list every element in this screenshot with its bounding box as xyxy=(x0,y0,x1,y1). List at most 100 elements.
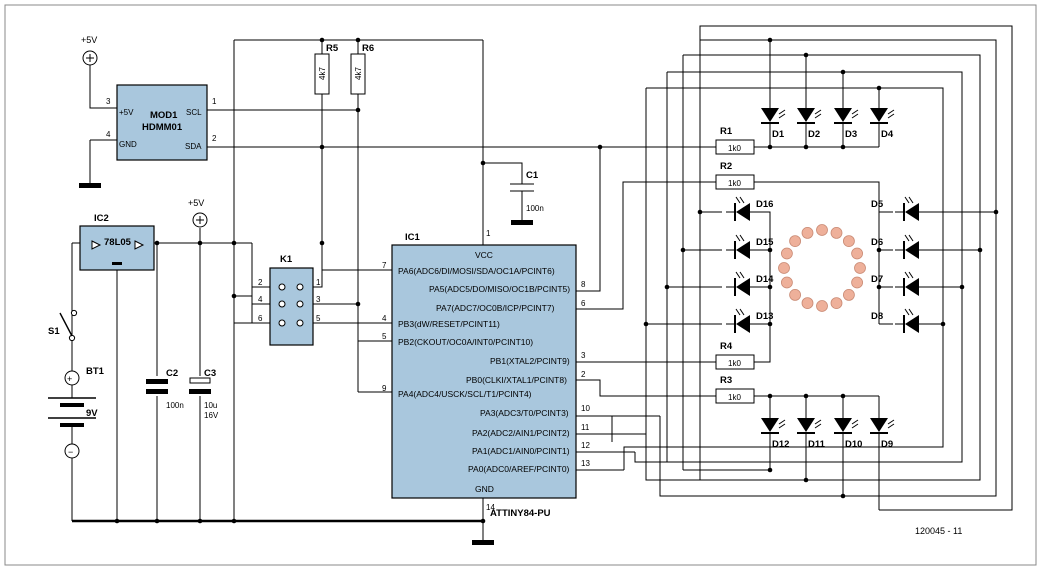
led-diode: D5 xyxy=(871,196,927,221)
resistor-r3: 1k0 R3 xyxy=(715,375,755,404)
svg-text:2: 2 xyxy=(212,134,217,143)
svg-text:R3: R3 xyxy=(720,375,732,386)
led-label: D4 xyxy=(881,129,894,140)
led-diode: D10 xyxy=(834,410,862,450)
svg-text:8: 8 xyxy=(581,280,586,289)
svg-text:6: 6 xyxy=(581,299,586,308)
mod1-module: MOD1 HDMM01 +5V GND SCL SDA 3 4 1 2 xyxy=(106,84,217,161)
svg-text:R6: R6 xyxy=(362,43,374,54)
svg-text:4k7: 4k7 xyxy=(354,67,363,80)
svg-text:5: 5 xyxy=(316,314,321,323)
svg-text:PA4(ADC4/USCK/SCL/T1/PCINT4): PA4(ADC4/USCK/SCL/T1/PCINT4) xyxy=(398,389,532,399)
led-label: D3 xyxy=(845,129,857,140)
ground-symbol xyxy=(472,540,494,545)
resistor-r6: 4k7 R6 xyxy=(350,40,374,392)
ring-led-dot xyxy=(843,235,855,248)
led-ring-illustration xyxy=(778,224,866,312)
svg-text:SCL: SCL xyxy=(186,108,202,117)
figure-code: 120045 - 11 xyxy=(915,526,962,536)
led-label: D14 xyxy=(756,274,774,285)
ring-led-dot xyxy=(801,226,814,239)
svg-text:R2: R2 xyxy=(720,161,732,172)
led-diode: D4 xyxy=(870,100,895,140)
ring-led-dot xyxy=(830,226,843,239)
led-label: D16 xyxy=(756,199,773,210)
svg-text:+5V: +5V xyxy=(119,108,134,117)
svg-text:PA3(ADC3/T0/PCINT3): PA3(ADC3/T0/PCINT3) xyxy=(480,408,569,418)
svg-text:78L05: 78L05 xyxy=(104,237,132,248)
svg-text:3: 3 xyxy=(316,295,321,304)
svg-text:−: − xyxy=(68,447,73,457)
svg-text:HDMM01: HDMM01 xyxy=(142,122,183,133)
ring-led-dot xyxy=(816,300,828,312)
svg-text:1: 1 xyxy=(212,97,217,106)
svg-text:+: + xyxy=(67,374,72,384)
ring-led-dot xyxy=(843,288,855,301)
led-diode: D2 xyxy=(797,100,822,140)
svg-text:9: 9 xyxy=(382,384,387,393)
vcc-symbol-top: +5V xyxy=(81,35,98,66)
svg-text:PB1(XTAL2/PCINT9): PB1(XTAL2/PCINT9) xyxy=(490,356,570,366)
led-diode: D8 xyxy=(871,308,927,333)
resistor-r5: 4k7 R5 xyxy=(314,40,339,270)
svg-text:R4: R4 xyxy=(720,341,733,352)
svg-text:PA5(ADC5/DO/MISO/OC1B/PCINT5): PA5(ADC5/DO/MISO/OC1B/PCINT5) xyxy=(429,284,570,294)
svg-text:PA2(ADC2/AIN1/PCINT2): PA2(ADC2/AIN1/PCINT2) xyxy=(472,428,570,438)
k1-header: K1 2 4 6 1 3 5 xyxy=(258,254,321,346)
svg-text:PB2(CKOUT/OC0A/INT0/PCINT10): PB2(CKOUT/OC0A/INT0/PCINT10) xyxy=(398,337,533,347)
svg-text:BT1: BT1 xyxy=(86,366,105,377)
svg-text:4: 4 xyxy=(106,130,111,139)
svg-text:S1: S1 xyxy=(48,326,60,337)
svg-text:6: 6 xyxy=(258,314,263,323)
battery-bt1: + − BT1 9V xyxy=(48,366,105,459)
ring-led-dot xyxy=(781,247,793,260)
capacitor-c3: C3 10u 16V xyxy=(189,368,219,420)
led-label: D5 xyxy=(871,199,884,210)
led-label: D1 xyxy=(772,129,785,140)
led-diode: D12 xyxy=(761,410,789,450)
svg-text:K1: K1 xyxy=(280,254,293,265)
svg-text:C3: C3 xyxy=(204,368,216,379)
svg-text:SDA: SDA xyxy=(185,142,202,151)
svg-text:1k0: 1k0 xyxy=(728,144,741,153)
ic1-microcontroller: IC1 VCC GND 1 14 ATTINY84-PU PA6(ADC6/DI… xyxy=(391,229,577,519)
svg-text:ATTINY84-PU: ATTINY84-PU xyxy=(490,508,551,519)
ring-led-dot xyxy=(778,262,790,274)
vcc-symbol-mid: +5V xyxy=(188,198,208,228)
svg-text:PB3(dW/RESET/PCINT11): PB3(dW/RESET/PCINT11) xyxy=(398,319,500,329)
svg-text:PA6(ADC6/DI/MOSI/SDA/OC1A/PCIN: PA6(ADC6/DI/MOSI/SDA/OC1A/PCINT6) xyxy=(398,266,555,276)
resistor-r4: 1k0 R4 xyxy=(715,341,755,370)
svg-text:IC2: IC2 xyxy=(94,213,109,224)
ic2-regulator: IC2 78L05 xyxy=(79,213,155,271)
ground-symbol-mod1 xyxy=(79,183,101,188)
svg-text:2: 2 xyxy=(581,370,586,379)
svg-text:VCC: VCC xyxy=(475,250,493,260)
svg-text:100n: 100n xyxy=(526,204,544,213)
led-diode: D13 xyxy=(726,308,773,333)
resistor-r2: 1k0 R2 xyxy=(715,161,755,190)
led-diode: D1 xyxy=(761,100,786,140)
led-diode: D3 xyxy=(834,100,859,140)
svg-text:1: 1 xyxy=(316,278,321,287)
svg-text:4: 4 xyxy=(382,314,387,323)
svg-text:7: 7 xyxy=(382,261,387,270)
svg-text:100n: 100n xyxy=(166,401,184,410)
svg-text:9V: 9V xyxy=(86,408,98,419)
led-diode: D16 xyxy=(726,196,773,221)
svg-text:16V: 16V xyxy=(204,411,219,420)
switch-s1: S1 xyxy=(48,309,78,372)
svg-text:IC1: IC1 xyxy=(405,232,421,243)
led-label: D7 xyxy=(871,274,883,285)
svg-text:10u: 10u xyxy=(204,401,217,410)
svg-text:1k0: 1k0 xyxy=(728,179,741,188)
ring-led-dot xyxy=(816,224,828,236)
svg-text:12: 12 xyxy=(581,441,590,450)
led-label: D11 xyxy=(808,439,826,450)
svg-text:1k0: 1k0 xyxy=(728,393,741,402)
led-label: D13 xyxy=(756,311,773,322)
led-diode: D7 xyxy=(871,271,927,296)
led-diode: D9 xyxy=(870,410,895,450)
ground-symbol-c1 xyxy=(511,220,533,225)
